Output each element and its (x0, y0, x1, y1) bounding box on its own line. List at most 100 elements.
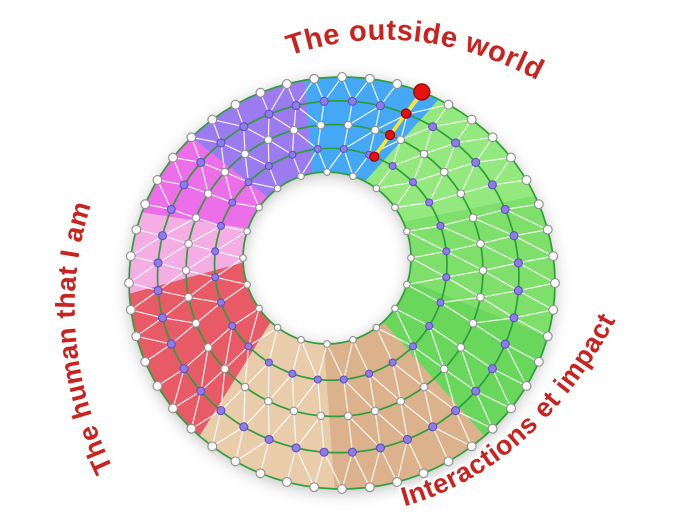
mesh-node[interactable] (125, 251, 136, 262)
mesh-node[interactable] (388, 358, 397, 367)
mesh-node[interactable] (550, 278, 560, 288)
mesh-node[interactable] (396, 396, 406, 406)
mesh-node[interactable] (288, 150, 297, 159)
mesh-node[interactable] (343, 120, 353, 130)
mesh-node[interactable] (428, 122, 438, 132)
mesh-node[interactable] (152, 381, 163, 391)
mesh-node[interactable] (157, 313, 168, 323)
mesh-node[interactable] (203, 343, 213, 352)
mesh-node[interactable] (264, 109, 274, 119)
mesh-node[interactable] (184, 292, 193, 302)
mesh-node[interactable] (542, 331, 553, 342)
mesh-node[interactable] (240, 382, 250, 392)
mesh-node[interactable] (228, 321, 237, 331)
mesh-node[interactable] (131, 331, 142, 342)
mesh-node[interactable] (337, 72, 347, 82)
mesh-node[interactable] (542, 224, 553, 235)
mesh-node[interactable] (230, 456, 241, 467)
mesh-node[interactable] (196, 386, 206, 396)
mesh-node[interactable] (476, 292, 485, 302)
mesh-node[interactable] (157, 231, 168, 241)
mesh-node[interactable] (478, 266, 488, 275)
mesh-node[interactable] (339, 144, 348, 154)
mesh-node[interactable] (263, 135, 273, 145)
mesh-node[interactable] (313, 144, 322, 154)
mesh-node[interactable] (191, 318, 201, 328)
mesh-node[interactable] (513, 258, 523, 268)
mesh-node[interactable] (487, 364, 497, 374)
mesh-node[interactable] (184, 239, 193, 249)
mesh-node[interactable] (439, 167, 449, 177)
mesh-node[interactable] (207, 114, 218, 125)
selected-node[interactable] (384, 129, 396, 141)
mesh-node[interactable] (211, 247, 220, 256)
mesh-node[interactable] (168, 403, 178, 414)
mesh-node[interactable] (451, 406, 461, 416)
mesh-node[interactable] (487, 180, 497, 190)
selected-node[interactable] (400, 108, 412, 119)
mesh-node[interactable] (439, 364, 449, 374)
mesh-node[interactable] (443, 99, 454, 110)
mesh-node[interactable] (196, 157, 206, 167)
mesh-node[interactable] (203, 189, 213, 198)
mesh-node[interactable] (239, 254, 247, 262)
mesh-node[interactable] (521, 175, 532, 185)
mesh-node[interactable] (289, 406, 299, 416)
mesh-node[interactable] (281, 477, 292, 487)
mesh-node[interactable] (337, 484, 347, 494)
sector-green-dark[interactable] (383, 280, 548, 437)
mesh-node[interactable] (468, 213, 478, 223)
highlight-spoke[interactable] (372, 90, 424, 159)
mesh-node[interactable] (349, 172, 357, 181)
mesh-node[interactable] (264, 161, 273, 171)
mesh-node[interactable] (396, 135, 406, 145)
mesh-node[interactable] (403, 227, 411, 236)
mesh-node[interactable] (220, 167, 230, 177)
mesh-node[interactable] (487, 132, 498, 143)
mesh-node[interactable] (316, 120, 326, 130)
mesh-node[interactable] (392, 477, 403, 487)
mesh-node[interactable] (255, 468, 266, 479)
mesh-node[interactable] (166, 204, 176, 214)
mesh-node[interactable] (153, 286, 163, 296)
mesh-node[interactable] (131, 224, 142, 235)
mesh-node[interactable] (323, 340, 331, 348)
mesh-node[interactable] (207, 441, 218, 452)
mesh-node[interactable] (418, 468, 429, 479)
mesh-node[interactable] (521, 381, 532, 391)
mesh-node[interactable] (153, 258, 163, 268)
mesh-node[interactable] (168, 152, 178, 163)
mesh-node[interactable] (216, 221, 226, 230)
sector-tan-light[interactable] (199, 321, 335, 489)
mesh-node[interactable] (419, 382, 429, 392)
mesh-node[interactable] (264, 358, 273, 367)
mesh-node[interactable] (500, 339, 510, 349)
mesh-node[interactable] (513, 286, 523, 296)
mesh-node[interactable] (228, 198, 237, 207)
mesh-node[interactable] (152, 175, 163, 185)
mesh-node[interactable] (442, 273, 451, 282)
mesh-node[interactable] (375, 443, 385, 453)
mesh-node[interactable] (548, 304, 559, 315)
mesh-node[interactable] (471, 157, 481, 167)
mesh-node[interactable] (244, 342, 253, 351)
mesh-node[interactable] (309, 482, 320, 493)
mesh-node[interactable] (451, 138, 461, 148)
mesh-node[interactable] (179, 364, 189, 374)
mesh-node[interactable] (291, 443, 301, 453)
mesh-node[interactable] (388, 161, 397, 171)
mesh-node[interactable] (391, 304, 399, 313)
mesh-node[interactable] (291, 101, 301, 111)
mesh-node[interactable] (392, 79, 403, 89)
mesh-node[interactable] (533, 356, 544, 367)
mesh-node[interactable] (466, 441, 477, 452)
mesh-node[interactable] (230, 99, 241, 110)
mesh-node[interactable] (339, 375, 348, 384)
mesh-node[interactable] (297, 172, 305, 181)
mesh-node[interactable] (255, 203, 263, 212)
mesh-node[interactable] (273, 184, 282, 193)
mesh-node[interactable] (370, 406, 380, 416)
mesh-node[interactable] (402, 434, 412, 444)
mesh-node[interactable] (442, 247, 451, 256)
mesh-node[interactable] (255, 304, 263, 313)
